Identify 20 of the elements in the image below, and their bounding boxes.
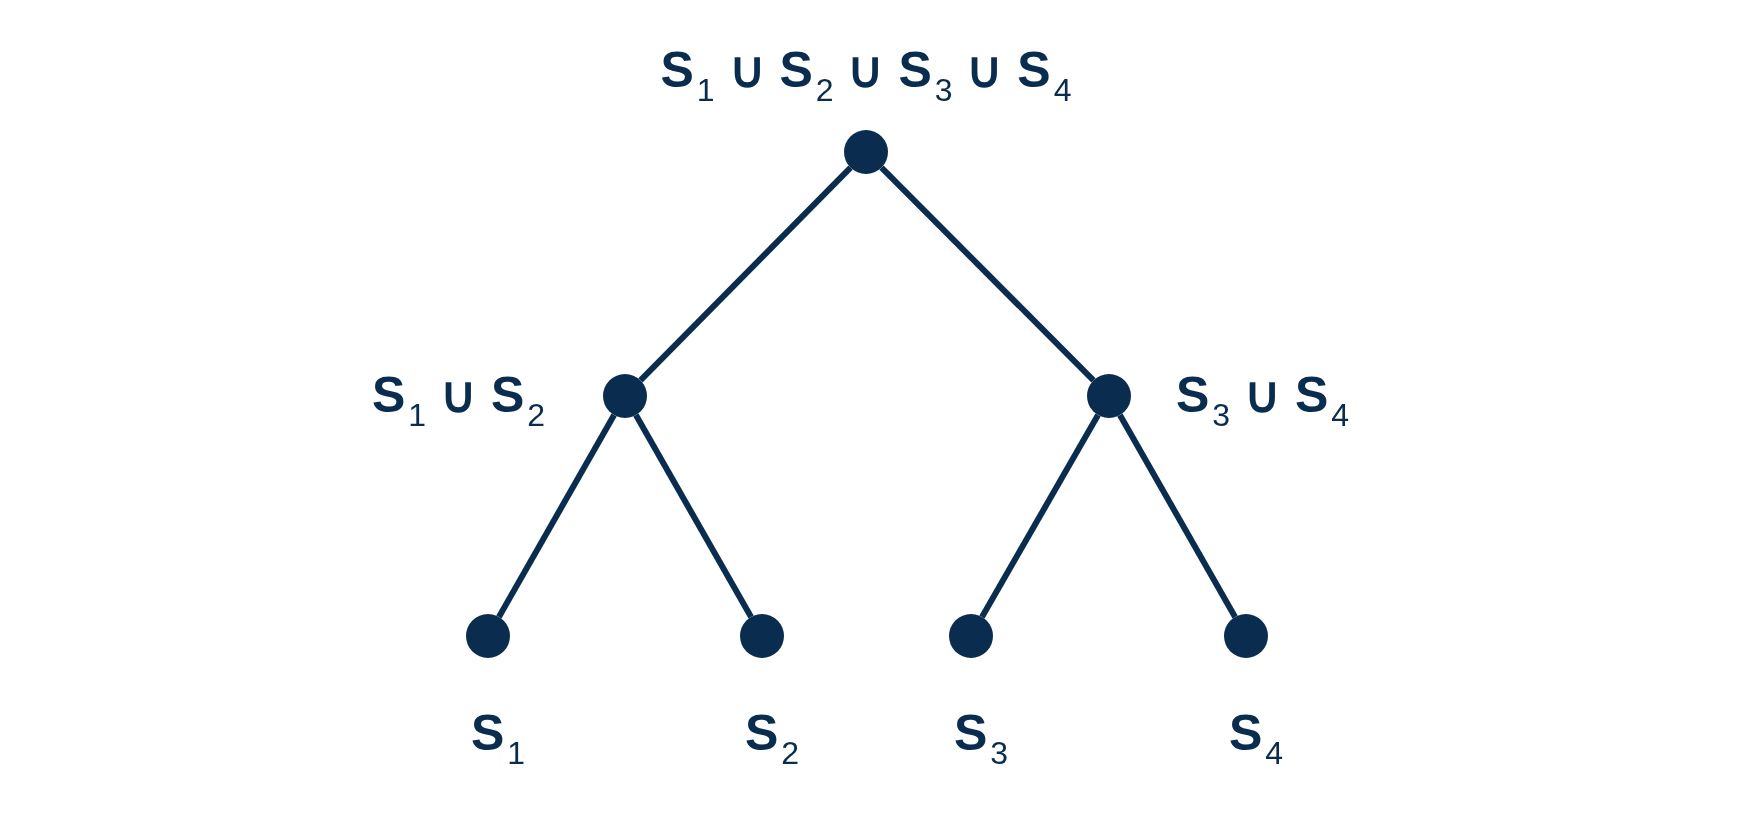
tree-node-circle xyxy=(466,614,510,658)
tree-node-circle xyxy=(844,130,888,174)
set-label: S$_{4}$ xyxy=(1229,708,1284,770)
set-label: S$_{2}$ xyxy=(745,708,800,770)
connector-line xyxy=(496,413,617,619)
tree-node-circle xyxy=(603,374,647,418)
connector-line xyxy=(638,165,853,383)
tree-node-circle xyxy=(949,614,993,658)
set-label: S$_{1}$ xyxy=(471,708,526,770)
set-label: S$_{3}$ ∪ S$_{4}$ xyxy=(1176,369,1350,431)
set-label: S$_{1}$ ∪ S$_{2}$ xyxy=(372,369,546,431)
connector-line xyxy=(979,413,1101,619)
set-label: S$_{1}$ ∪ S$_{2}$ ∪ S$_{3}$ ∪ S$_{4}$ xyxy=(660,45,1072,107)
connector-line xyxy=(1117,413,1238,619)
tree-node-circle xyxy=(1087,374,1131,418)
tree-node-circle xyxy=(740,614,784,658)
connector-line xyxy=(879,165,1096,383)
connector-line xyxy=(633,413,754,619)
set-label: S$_{3}$ xyxy=(954,708,1009,770)
tree-node-circle xyxy=(1224,614,1268,658)
